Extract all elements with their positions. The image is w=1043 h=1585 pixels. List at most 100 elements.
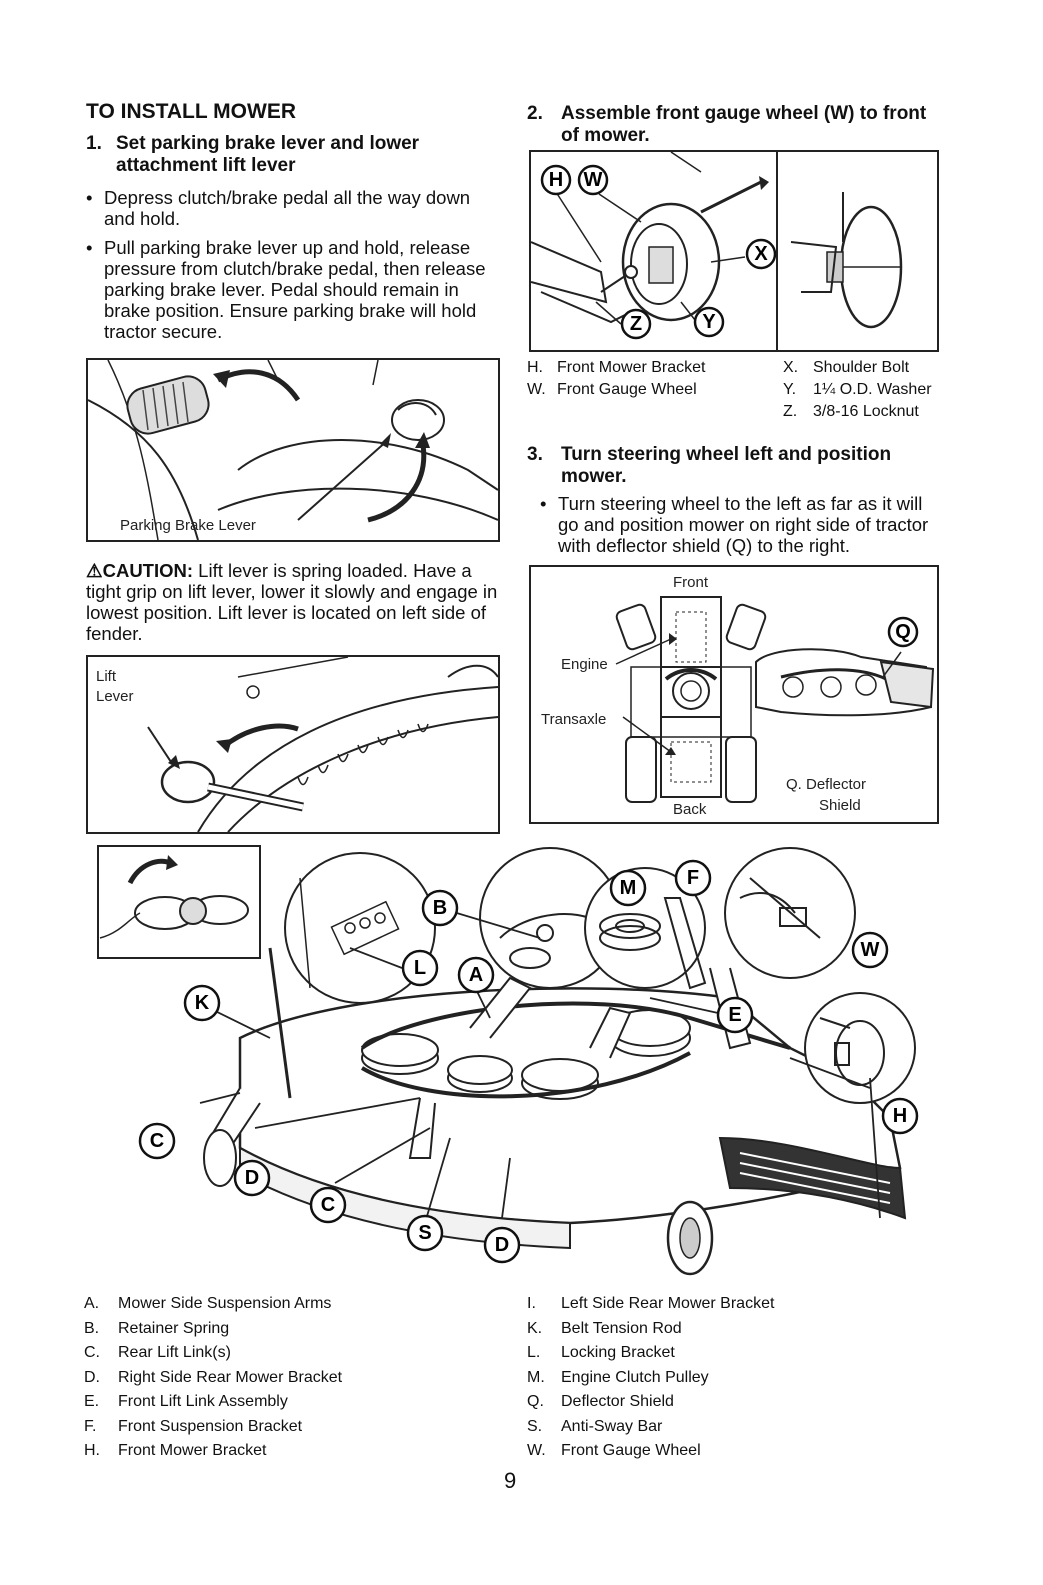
legend-item: F.Front Suspension Bracket bbox=[84, 1417, 303, 1435]
parking-brake-illustration: Parking Brake Lever bbox=[88, 360, 498, 540]
step-3-title: Turn steering wheel left and position mo… bbox=[561, 444, 892, 487]
mower-position-figure: Front Engine Transaxle Back Q. Deflector… bbox=[529, 565, 939, 824]
callout-f: F bbox=[674, 859, 712, 897]
svg-text:L: L bbox=[414, 957, 426, 979]
legend-item: A.Mower Side Suspension Arms bbox=[84, 1295, 332, 1312]
callout-s: S bbox=[406, 1214, 444, 1252]
parts-key: Y. bbox=[783, 381, 797, 398]
callout-m: M bbox=[609, 869, 647, 907]
front-label: Front bbox=[673, 574, 709, 591]
callout-c: C bbox=[309, 1186, 347, 1224]
callout-k: K bbox=[183, 984, 221, 1022]
callout-e: E bbox=[716, 996, 754, 1034]
step-2-number: 2. bbox=[527, 103, 543, 124]
gauge-wheel-parts-table: H. Front Mower Bracket X. Shoulder Bolt … bbox=[527, 357, 947, 423]
legend-item: B.Retainer Spring bbox=[84, 1319, 230, 1337]
caution-icon: ⚠ bbox=[86, 560, 103, 581]
caution-label: CAUTION: bbox=[102, 560, 194, 581]
caution-text: Lift lever is spring loaded. Have a tigh… bbox=[86, 560, 498, 644]
callout-h: H bbox=[881, 1097, 919, 1135]
mower-position-illustration: Front Engine Transaxle Back Q. Deflector… bbox=[541, 574, 935, 818]
page-number: 9 bbox=[504, 1468, 517, 1493]
svg-text:K: K bbox=[195, 992, 210, 1014]
callout-x: X bbox=[745, 238, 777, 270]
callout-d: D bbox=[233, 1159, 271, 1197]
deflector-label-line1: Q. Deflector bbox=[786, 776, 866, 793]
caution-block: ⚠CAUTION: Lift lever is spring loaded. H… bbox=[86, 560, 498, 644]
callout-z: Z bbox=[620, 308, 652, 340]
svg-text:W: W bbox=[861, 939, 880, 961]
callout-l: L bbox=[401, 949, 439, 987]
callout-a: A bbox=[457, 956, 495, 994]
parts-value: Shoulder Bolt bbox=[813, 359, 910, 376]
callout-c: C bbox=[138, 1122, 176, 1160]
legend-right: I.Left Side Rear Mower Bracket K.Belt Te… bbox=[527, 1292, 927, 1464]
bullet-1-text: Depress clutch/brake pedal all the way d… bbox=[104, 187, 471, 229]
svg-text:Z: Z bbox=[630, 313, 642, 335]
back-label: Back bbox=[673, 801, 707, 818]
legend-item: E.Front Lift Link Assembly bbox=[84, 1393, 288, 1410]
svg-text:Y: Y bbox=[702, 311, 716, 333]
parts-value bbox=[557, 401, 783, 423]
parts-value: 1¼ O.D. Washer bbox=[813, 381, 932, 398]
svg-text:B: B bbox=[433, 897, 447, 919]
svg-text:E: E bbox=[728, 1004, 741, 1026]
callout-d: D bbox=[483, 1226, 521, 1264]
bullet-1: • Depress clutch/brake pedal all the way… bbox=[86, 187, 498, 229]
parts-row: W. Front Gauge Wheel Y. 1¼ O.D. Washer bbox=[527, 379, 947, 401]
gauge-wheel-figure: H W X Z Y bbox=[529, 150, 939, 352]
legend-item: K.Belt Tension Rod bbox=[527, 1319, 682, 1337]
parts-key: X. bbox=[783, 359, 799, 376]
legend-item: L.Locking Bracket bbox=[527, 1344, 675, 1361]
mower-deck-figure: B M F W L A K E H C D C bbox=[90, 838, 960, 1288]
transaxle-label: Transaxle bbox=[541, 711, 606, 728]
parts-row: Z. 3/8-16 Locknut bbox=[527, 401, 947, 423]
svg-text:Q: Q bbox=[895, 621, 911, 643]
svg-text:H: H bbox=[549, 169, 563, 191]
svg-text:X: X bbox=[754, 243, 768, 265]
svg-text:C: C bbox=[150, 1130, 164, 1152]
legend-left: A.Mower Side Suspension Arms B.Retainer … bbox=[84, 1292, 484, 1464]
legend-item: S.Anti-Sway Bar bbox=[527, 1417, 663, 1435]
parking-brake-figure: Parking Brake Lever bbox=[86, 358, 500, 542]
legend-item: C.Rear Lift Link(s) bbox=[84, 1344, 231, 1361]
parking-brake-label: Parking Brake Lever bbox=[120, 517, 256, 534]
parts-key: Z. bbox=[783, 403, 798, 420]
lift-lever-label-line1: Lift bbox=[96, 668, 117, 685]
svg-text:A: A bbox=[469, 964, 483, 986]
svg-text:S: S bbox=[418, 1222, 431, 1244]
step-2-title: Assemble front gauge wheel (W) to front … bbox=[561, 103, 927, 146]
step-1-title: Set parking brake lever and lower attach… bbox=[116, 133, 420, 176]
svg-text:W: W bbox=[584, 169, 603, 191]
gauge-wheel-illustration: H W X Z Y bbox=[531, 152, 903, 350]
svg-text:M: M bbox=[620, 877, 637, 899]
svg-text:C: C bbox=[321, 1194, 335, 1216]
parts-value: Front Gauge Wheel bbox=[557, 381, 697, 398]
step-3: 3. Turn steering wheel left and position… bbox=[527, 444, 947, 488]
legend-item: I.Left Side Rear Mower Bracket bbox=[527, 1295, 775, 1312]
parts-key: W. bbox=[527, 381, 546, 398]
lift-lever-figure: Lift Lever bbox=[86, 655, 500, 834]
step-1: 1. Set parking brake lever and lower att… bbox=[86, 133, 498, 177]
engine-label: Engine bbox=[561, 656, 608, 673]
callout-w: W bbox=[851, 931, 889, 969]
parts-key: H. bbox=[527, 359, 543, 376]
callout-h: H bbox=[540, 164, 572, 196]
svg-text:D: D bbox=[245, 1167, 259, 1189]
parts-row: H. Front Mower Bracket X. Shoulder Bolt bbox=[527, 357, 947, 379]
legend-item: Q.Deflector Shield bbox=[527, 1393, 674, 1410]
lift-lever-label-line2: Lever bbox=[96, 688, 134, 705]
parts-value: 3/8-16 Locknut bbox=[813, 403, 919, 420]
step-3-number: 3. bbox=[527, 444, 543, 465]
bullet-2-text: Pull parking brake lever up and hold, re… bbox=[104, 237, 486, 342]
legend-item: H.Front Mower Bracket bbox=[84, 1442, 267, 1459]
step-1-number: 1. bbox=[86, 133, 102, 154]
parts-key bbox=[527, 401, 557, 423]
legend-item: D.Right Side Rear Mower Bracket bbox=[84, 1368, 343, 1386]
callout-b: B bbox=[421, 889, 459, 927]
callout-q: Q bbox=[887, 616, 919, 648]
legend-item: W.Front Gauge Wheel bbox=[527, 1442, 701, 1459]
svg-text:H: H bbox=[893, 1105, 907, 1127]
svg-text:D: D bbox=[495, 1234, 509, 1256]
lift-lever-illustration: Lift Lever bbox=[96, 657, 498, 832]
